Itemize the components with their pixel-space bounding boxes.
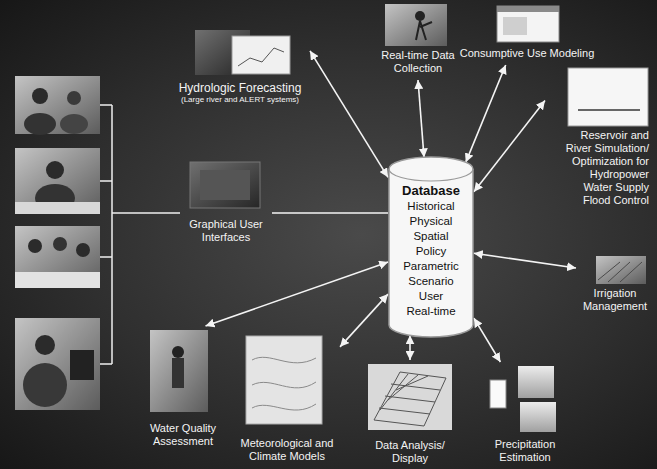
interface-screen: [190, 162, 260, 208]
node-caption: Irrigation Management: [578, 287, 652, 313]
cylinder-rim: [389, 169, 473, 181]
illustrated-node: Consumptive Use Modeling: [456, 3, 598, 65]
field-rows: [598, 262, 642, 282]
person-head: [46, 161, 64, 179]
data-arrow: [474, 101, 545, 192]
people-photo: [15, 148, 100, 214]
illustrated-node: Irrigation Management: [576, 253, 654, 313]
simulation-line: [578, 109, 640, 111]
bracket-line: [100, 105, 180, 364]
person-head: [53, 237, 67, 251]
person-head: [67, 91, 81, 105]
caption-note: (Large river and ALERT systems): [181, 95, 299, 104]
forecast-graph: [238, 48, 284, 66]
database-field: User: [419, 289, 443, 304]
illustrated-node: Hydrologic Forecasting(Large river and A…: [170, 28, 310, 104]
illustrated-node: Meteorological and Climate Models: [234, 331, 340, 463]
person-head: [415, 11, 425, 21]
node-caption: Reservoir and River Simulation/ Optimiza…: [559, 129, 649, 207]
node-caption: Graphical User Interfaces: [183, 218, 269, 244]
node-caption: Water Quality Assessment: [141, 422, 225, 448]
radar-map: [520, 402, 556, 432]
data-arrow: [340, 294, 388, 347]
illustrated-node: Data Analysis/ Display: [362, 360, 458, 465]
connector-line: [272, 212, 388, 214]
window-bar: [497, 6, 559, 12]
data-arrow: [466, 65, 506, 162]
person-body: [23, 363, 67, 407]
gauge-icon: [490, 380, 506, 408]
data-arrow: [474, 253, 576, 268]
people-photo: [15, 318, 100, 410]
radar-map: [518, 366, 554, 398]
irrigation-photo: [596, 256, 646, 284]
database-field: Spatial: [413, 229, 448, 244]
field-photo: [385, 4, 447, 46]
person-head: [35, 335, 55, 355]
monitor: [70, 350, 94, 380]
illustrated-node: Water Quality Assessment: [138, 326, 228, 448]
node-caption: Data Analysis/ Display: [364, 439, 456, 465]
data-arrow: [206, 262, 389, 326]
node-caption: Precipitation Estimation: [485, 438, 565, 464]
person-head: [32, 88, 48, 104]
database-field: Parametric: [403, 259, 459, 274]
database-field: Physical: [410, 214, 453, 229]
mesh-grid: [374, 372, 446, 426]
climate-map: [246, 336, 322, 424]
database-heading: Database: [402, 182, 460, 199]
node-caption: Meteorological and Climate Models: [235, 437, 339, 463]
interface-panel: [200, 170, 250, 200]
map-contours: [252, 357, 316, 410]
people-photo: [15, 226, 100, 288]
database-cylinder: DatabaseHistoricalPhysicalSpatialPolicyP…: [388, 156, 474, 338]
illustrated-node: Real-time Data Collection: [378, 2, 458, 80]
person-body: [24, 113, 56, 135]
data-arrow: [474, 318, 500, 362]
data-arrow: [409, 335, 411, 360]
illustrated-node: Graphical User Interfaces: [180, 158, 272, 244]
person-head: [172, 346, 184, 358]
node-caption: Hydrologic Forecasting: [179, 81, 302, 95]
person-body: [172, 358, 184, 388]
cylinder-body: [389, 157, 473, 337]
desk: [15, 202, 100, 214]
database-field: Real-time: [406, 304, 455, 319]
table: [15, 272, 100, 288]
simulation-window: [568, 68, 648, 126]
water-photo: [150, 330, 208, 412]
person-figure: [416, 21, 432, 40]
forecast-window: [232, 36, 290, 74]
person-head: [28, 239, 42, 253]
analysis-plot: [368, 364, 452, 430]
person-body: [60, 114, 88, 134]
model-window: [497, 6, 559, 42]
person-head: [76, 243, 90, 257]
illustrated-node: Reservoir and River Simulation/ Optimiza…: [545, 65, 653, 207]
people-photo: [15, 76, 100, 134]
data-arrow: [310, 51, 388, 178]
database-field: Scenario: [408, 274, 453, 289]
node-caption: Real-time Data Collection: [379, 49, 457, 75]
database-field: Historical: [407, 199, 454, 214]
data-arrow: [418, 80, 424, 157]
database-field: Policy: [416, 244, 447, 259]
illustrated-node: Precipitation Estimation: [484, 362, 566, 464]
window-panel: [503, 17, 527, 35]
node-caption: Consumptive Use Modeling: [460, 47, 595, 60]
